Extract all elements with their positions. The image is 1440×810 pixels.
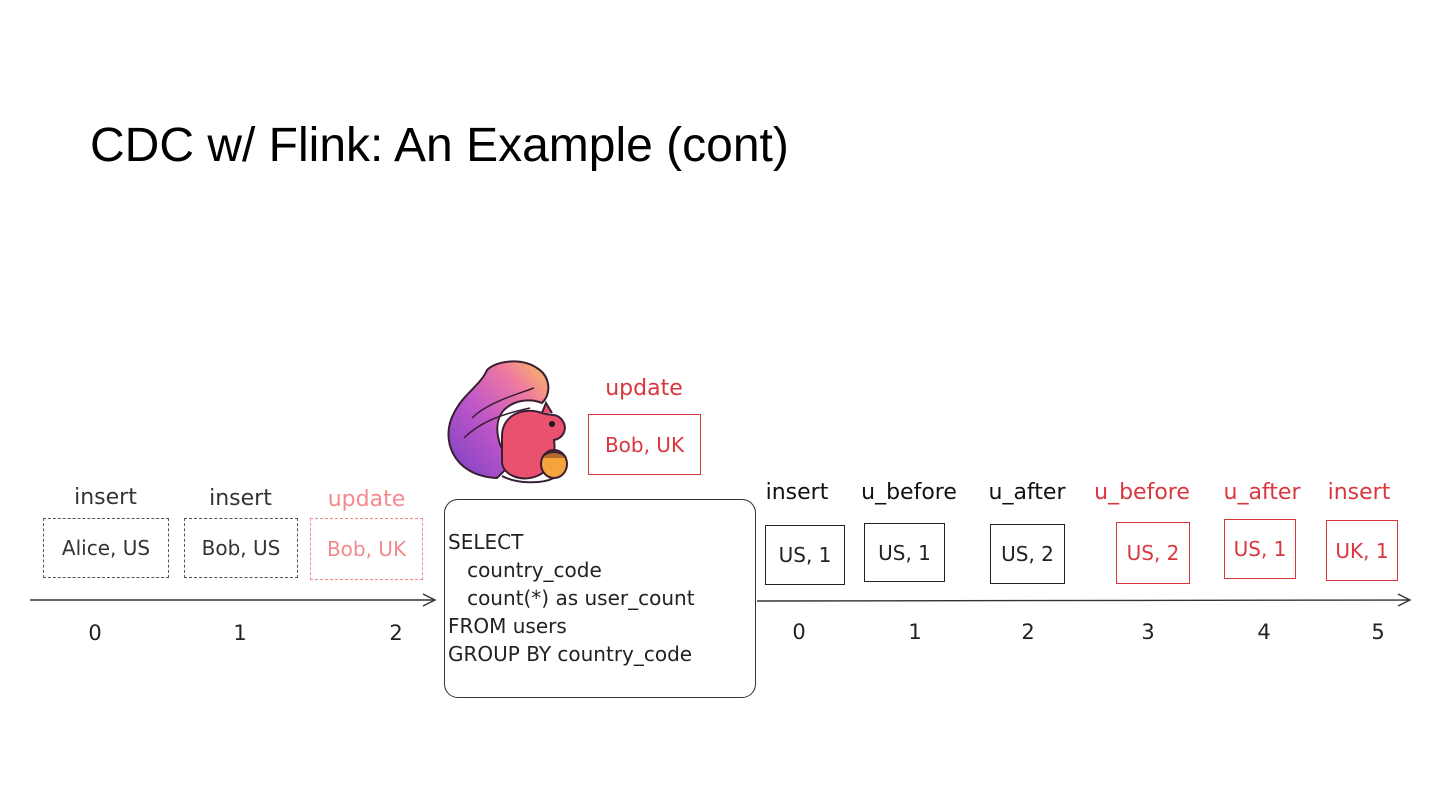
- offset-label: 5: [1363, 620, 1393, 644]
- incoming-update-op-label: update: [588, 376, 700, 401]
- sql-line: FROM users: [448, 612, 755, 640]
- output-timeline-arrow: [757, 594, 1410, 606]
- event-op-label: u_before: [852, 480, 966, 505]
- input-timeline-arrow: [30, 594, 435, 606]
- sql-query-box: SELECT country_code count(*) as user_cou…: [444, 499, 756, 698]
- event-record: US, 2: [1116, 522, 1190, 584]
- flink-squirrel-icon: [442, 358, 577, 488]
- sql-line: GROUP BY country_code: [448, 640, 755, 668]
- event-op-label: insert: [184, 486, 297, 511]
- sql-line: country_code: [448, 556, 755, 584]
- offset-label: 1: [225, 621, 255, 645]
- event-record: UK, 1: [1326, 520, 1398, 581]
- event-op-label: update: [310, 487, 423, 512]
- offset-label: 4: [1249, 620, 1279, 644]
- event-op-label: u_before: [1085, 480, 1199, 505]
- event-op-label: insert: [752, 480, 842, 505]
- event-record: US, 1: [864, 523, 945, 582]
- offset-label: 0: [784, 620, 814, 644]
- event-op-label: u_after: [977, 480, 1077, 505]
- offset-label: 0: [80, 621, 110, 645]
- event-op-label: insert: [1320, 480, 1398, 505]
- incoming-update-record: Bob, UK: [588, 414, 701, 475]
- sql-line: SELECT: [448, 528, 755, 556]
- event-op-label: insert: [43, 485, 168, 510]
- event-record: Bob, US: [184, 518, 298, 578]
- offset-label: 3: [1133, 620, 1163, 644]
- event-op-label: u_after: [1212, 480, 1312, 505]
- offset-label: 1: [900, 620, 930, 644]
- event-record: US, 1: [765, 525, 845, 585]
- event-record: Bob, UK: [310, 518, 423, 580]
- offset-label: 2: [1013, 620, 1043, 644]
- event-record: US, 1: [1224, 519, 1296, 579]
- offset-label: 2: [381, 621, 411, 645]
- event-record: Alice, US: [43, 518, 169, 578]
- event-record: US, 2: [990, 524, 1065, 584]
- sql-line: count(*) as user_count: [448, 584, 755, 612]
